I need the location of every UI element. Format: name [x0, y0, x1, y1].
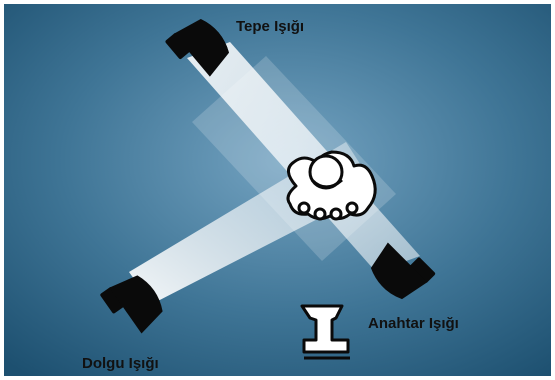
fill-light-label: Dolgu Işığı [82, 355, 159, 372]
lighting-scene: Tepe Işığı Anahtar Işığı Dolgu Işığı [4, 4, 551, 376]
key-light-label: Anahtar Işığı [368, 315, 459, 332]
back-light-label: Tepe Işığı [236, 18, 304, 35]
